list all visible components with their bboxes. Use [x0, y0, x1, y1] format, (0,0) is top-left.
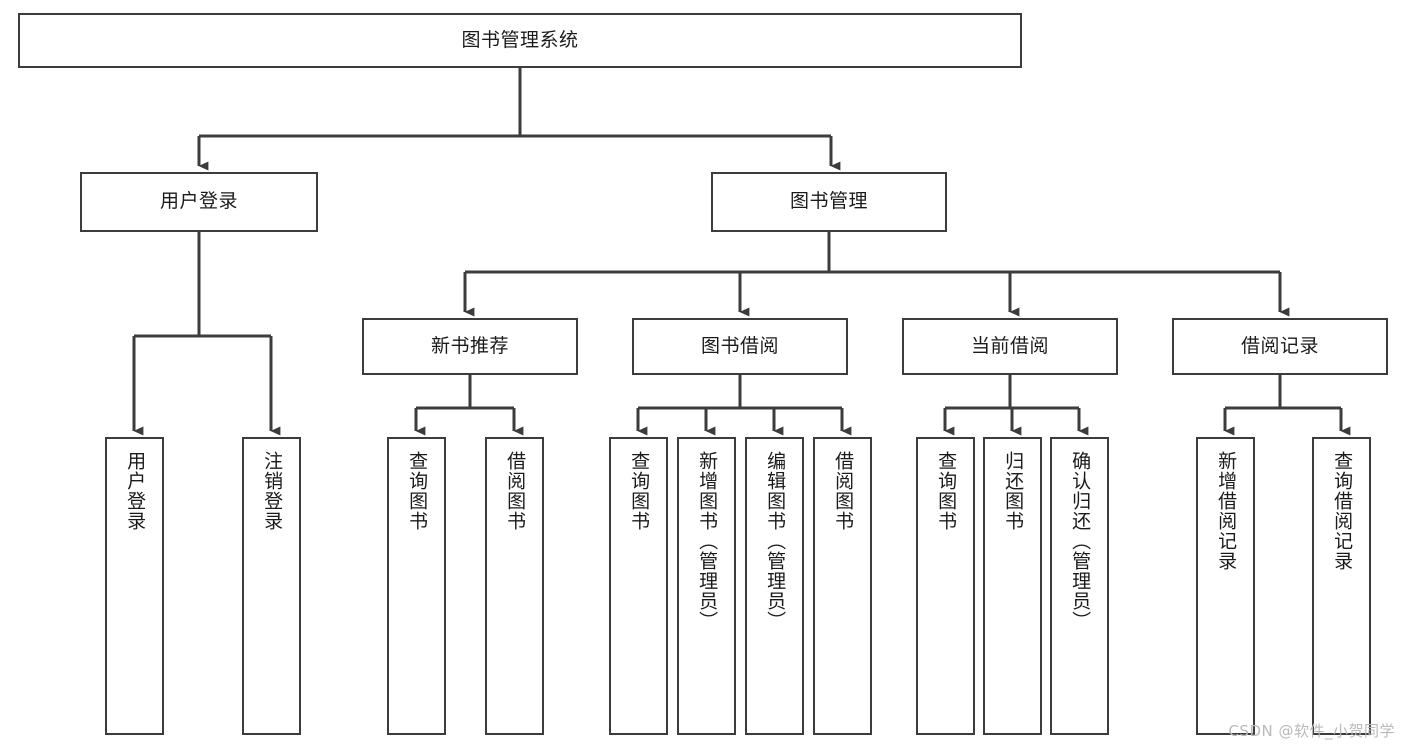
leaf-book-borrow-lend[interactable]: 借阅图书: [813, 437, 872, 735]
node-label: 借阅记录: [1240, 334, 1319, 357]
leaf-current-borrow-confirm-return[interactable]: 确认归还（管理员）: [1050, 437, 1109, 735]
leaf-current-borrow-return[interactable]: 归还图书: [983, 437, 1042, 735]
node-label: 新增借阅记录: [1215, 451, 1238, 571]
node-label: 查询图书: [935, 451, 958, 531]
node-borrow-record[interactable]: 借阅记录: [1172, 318, 1388, 375]
node-label: 查询借阅记录: [1331, 451, 1354, 571]
node-current-borrow[interactable]: 当前借阅: [902, 318, 1118, 375]
node-label: 图书借阅: [700, 334, 779, 357]
node-root-system[interactable]: 图书管理系统: [18, 13, 1022, 68]
node-label: 编辑图书（管理员）: [764, 451, 787, 631]
node-label: 查询图书: [628, 451, 651, 531]
watermark-label: CSDN @软件_小贺同学: [1228, 722, 1395, 740]
node-label: 用户登录: [124, 451, 147, 531]
node-label: 注销登录: [261, 451, 284, 531]
node-label: 当前借阅: [970, 334, 1049, 357]
leaf-new-book-query[interactable]: 查询图书: [387, 437, 446, 735]
node-label: 查询图书: [406, 451, 429, 531]
node-label: 新增图书（管理员）: [696, 451, 719, 631]
node-label: 新书推荐: [430, 334, 509, 357]
leaf-borrow-record-add[interactable]: 新增借阅记录: [1196, 437, 1255, 735]
node-user-login[interactable]: 用户登录: [80, 172, 318, 232]
node-label: 借阅图书: [832, 451, 855, 531]
leaf-book-borrow-edit[interactable]: 编辑图书（管理员）: [745, 437, 804, 735]
leaf-user-login-signout[interactable]: 注销登录: [242, 437, 301, 735]
leaf-book-borrow-add[interactable]: 新增图书（管理员）: [677, 437, 736, 735]
node-label: 图书管理: [789, 190, 868, 213]
node-new-book-recommend[interactable]: 新书推荐: [362, 318, 578, 375]
leaf-user-login-signin[interactable]: 用户登录: [105, 437, 164, 735]
node-label: 借阅图书: [504, 451, 527, 531]
node-book-manage[interactable]: 图书管理: [711, 172, 947, 232]
leaf-current-borrow-query[interactable]: 查询图书: [916, 437, 975, 735]
leaf-book-borrow-query[interactable]: 查询图书: [609, 437, 668, 735]
node-label: 图书管理系统: [461, 28, 579, 51]
leaf-new-book-borrow[interactable]: 借阅图书: [485, 437, 544, 735]
node-label: 归还图书: [1002, 451, 1025, 531]
node-label: 用户登录: [159, 190, 238, 213]
node-label: 确认归还（管理员）: [1069, 451, 1092, 631]
node-book-borrow[interactable]: 图书借阅: [632, 318, 848, 375]
leaf-borrow-record-query[interactable]: 查询借阅记录: [1312, 437, 1371, 735]
